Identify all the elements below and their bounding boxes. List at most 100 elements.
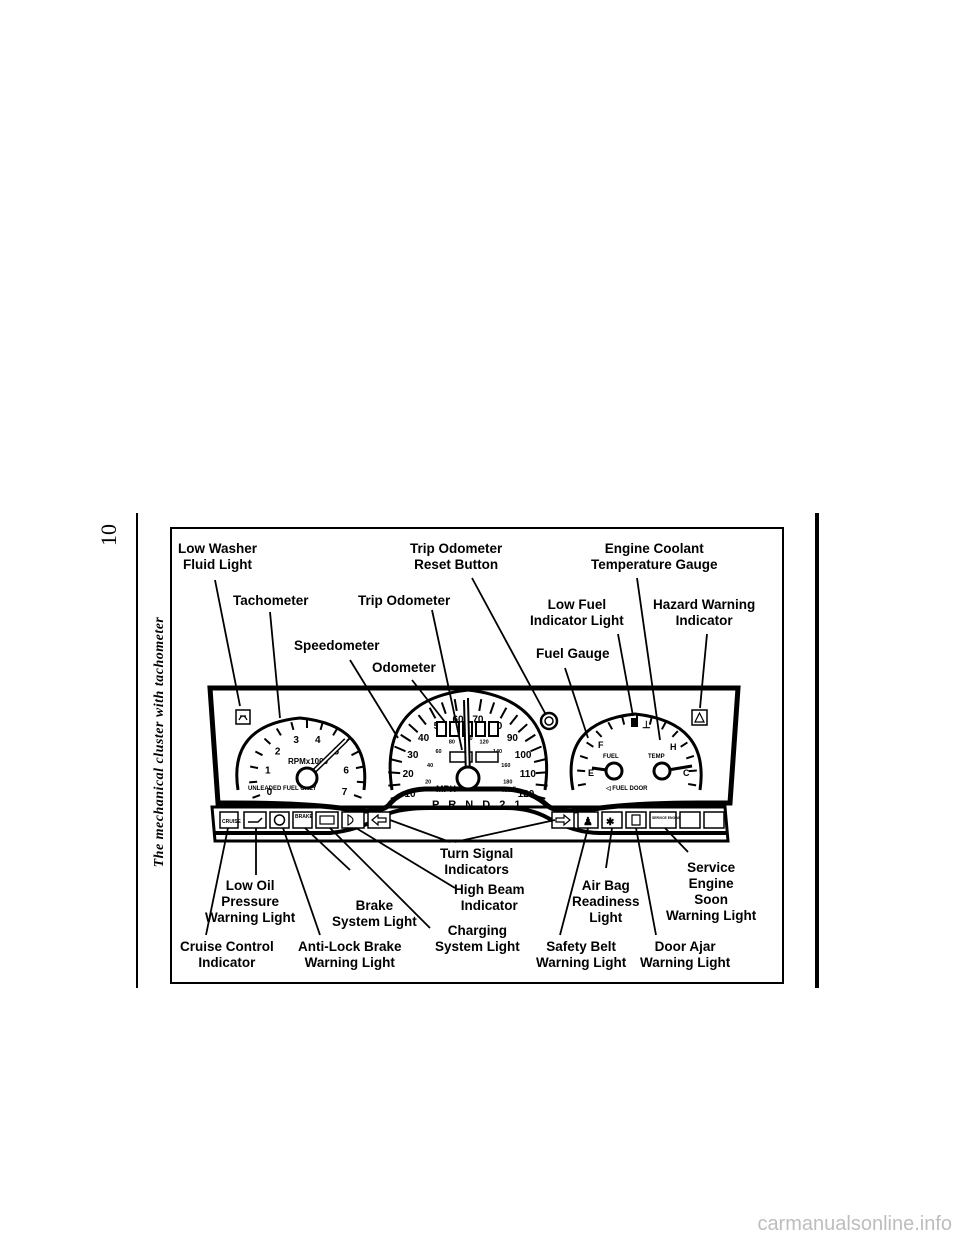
leader-cruise: [205, 827, 229, 936]
trip-odometer-reset-button: [539, 711, 559, 731]
label-charging-system: Charging System Light: [435, 923, 520, 954]
speed-tick: [517, 723, 528, 733]
tach-tick: [355, 765, 365, 770]
speed-tick: [394, 745, 406, 753]
label-air-bag: Air Bag Readiness Light: [572, 878, 640, 925]
fuel-full-mark: F: [598, 740, 604, 750]
speed-mph-number: 10: [404, 789, 416, 800]
leader-trip-reset: [471, 577, 546, 714]
tach-number: 7: [342, 787, 348, 798]
label-engine-coolant: Engine Coolant Temperature Gauge: [591, 541, 718, 572]
leader-safety-belt: [559, 827, 589, 936]
fuel-empty-mark: E: [588, 768, 594, 778]
fuel-temp-tick: [685, 754, 695, 760]
speed-tick: [535, 783, 548, 787]
tachometer-ticks: [249, 720, 365, 799]
leader-charging: [329, 827, 431, 929]
leader-trip-odometer: [431, 609, 463, 751]
blank-light-2: [703, 811, 725, 829]
left-arrow-icon: [371, 813, 387, 827]
speed-kmh-number: 80: [449, 739, 455, 745]
tach-tick: [275, 727, 282, 736]
speed-kmh-number: 60: [435, 749, 441, 755]
leader-tachometer: [269, 611, 281, 719]
temp-label: TEMP: [648, 754, 665, 760]
leader-low-washer: [214, 579, 241, 707]
tach-tick: [263, 737, 272, 745]
speed-kmh-number: 40: [427, 763, 433, 769]
cruise-light: [219, 811, 239, 829]
cluster-bottom-band: [210, 805, 730, 843]
speed-mph-number: 20: [403, 769, 415, 780]
fuel-temp-tick: [607, 721, 614, 730]
speed-tick: [530, 745, 542, 753]
speed-mph-number: 110: [520, 769, 537, 780]
leader-air-bag: [605, 827, 613, 869]
speed-mph-number: 30: [407, 750, 419, 761]
speed-tick: [524, 733, 536, 743]
tach-number: 4: [315, 735, 321, 746]
seatbelt-icon: ♟: [583, 816, 593, 828]
tach-tick: [249, 780, 258, 784]
tach-number: 6: [343, 766, 349, 777]
speed-tick: [533, 758, 546, 763]
speed-mph-number: 60: [452, 714, 464, 725]
tach-number: 2: [275, 746, 281, 757]
fuel-temp-tick: [595, 730, 603, 738]
abs-light: [269, 811, 290, 829]
label-speedometer: Speedometer: [294, 638, 380, 653]
label-turn-signal: Turn Signal Indicators: [440, 846, 514, 877]
label-low-washer-fluid: Low Washer Fluid Light: [178, 541, 258, 572]
label-odometer: Odometer: [372, 660, 436, 675]
leader-service-engine: [664, 827, 689, 853]
speed-tick: [428, 707, 437, 719]
speed-tick: [388, 783, 401, 787]
service-engine-light: [649, 811, 677, 829]
low-fuel-icon: [631, 718, 638, 727]
label-door-ajar: Door Ajar Warning Light: [640, 939, 731, 970]
speed-tick: [417, 714, 427, 726]
speedometer-mph-numbers: 102030405060708090100110120: [403, 714, 537, 800]
leader-door-ajar: [635, 827, 657, 936]
leader-hazard: [699, 633, 708, 709]
leader-odometer: [411, 679, 446, 723]
label-cruise-control: Cruise Control Indicator: [180, 939, 274, 970]
temp-cold-mark: C: [683, 768, 690, 778]
cruise-light-text: CRUISE: [222, 819, 242, 825]
label-trip-odometer-reset: Trip Odometer Reset Button: [410, 541, 503, 572]
speed-tick: [408, 723, 419, 733]
leader-turn-left: [389, 819, 451, 843]
tach-tick: [254, 750, 263, 757]
speed-mph-number: 90: [507, 733, 519, 744]
fuel-temp-tick: [648, 716, 653, 725]
tach-tick: [353, 794, 362, 799]
door-icon: [631, 814, 641, 826]
oil-pressure-light: [243, 811, 267, 829]
tach-tick: [249, 765, 259, 770]
fuel-label: FUEL: [603, 754, 619, 760]
speed-kmh-number: 160: [501, 763, 510, 769]
speed-kmh-number: 20: [425, 779, 431, 785]
leader-brake: [304, 827, 351, 871]
fuel-temp-tick: [688, 783, 697, 787]
fuel-temp-tick: [688, 769, 697, 773]
watermark: carmanualsonline.info: [757, 1213, 952, 1235]
charging-light: [315, 811, 339, 829]
coolant-icon: ⊥: [642, 720, 651, 731]
tach-unit: RPMx1000: [288, 757, 329, 766]
speedometer-gauge: 102030405060708090100110120 204060801001…: [388, 688, 549, 811]
mph-unit: MPH: [436, 784, 456, 794]
speed-mph-number: 40: [418, 733, 430, 744]
trip-odometer-display: [449, 751, 499, 763]
speed-kmh-number: 120: [480, 739, 489, 745]
speed-tick: [509, 714, 519, 726]
speed-tick: [499, 707, 508, 719]
abs-icon: [273, 814, 286, 826]
label-low-oil-pressure: Low Oil Pressure Warning Light: [205, 878, 296, 925]
fuel-temp-tick: [577, 783, 586, 787]
speedometer-ticks: [388, 698, 548, 800]
leader-abs: [282, 827, 321, 936]
blank-light-1: [679, 811, 701, 829]
label-anti-lock-brake: Anti-Lock Brake Warning Light: [298, 939, 402, 970]
tach-tick: [319, 721, 324, 731]
